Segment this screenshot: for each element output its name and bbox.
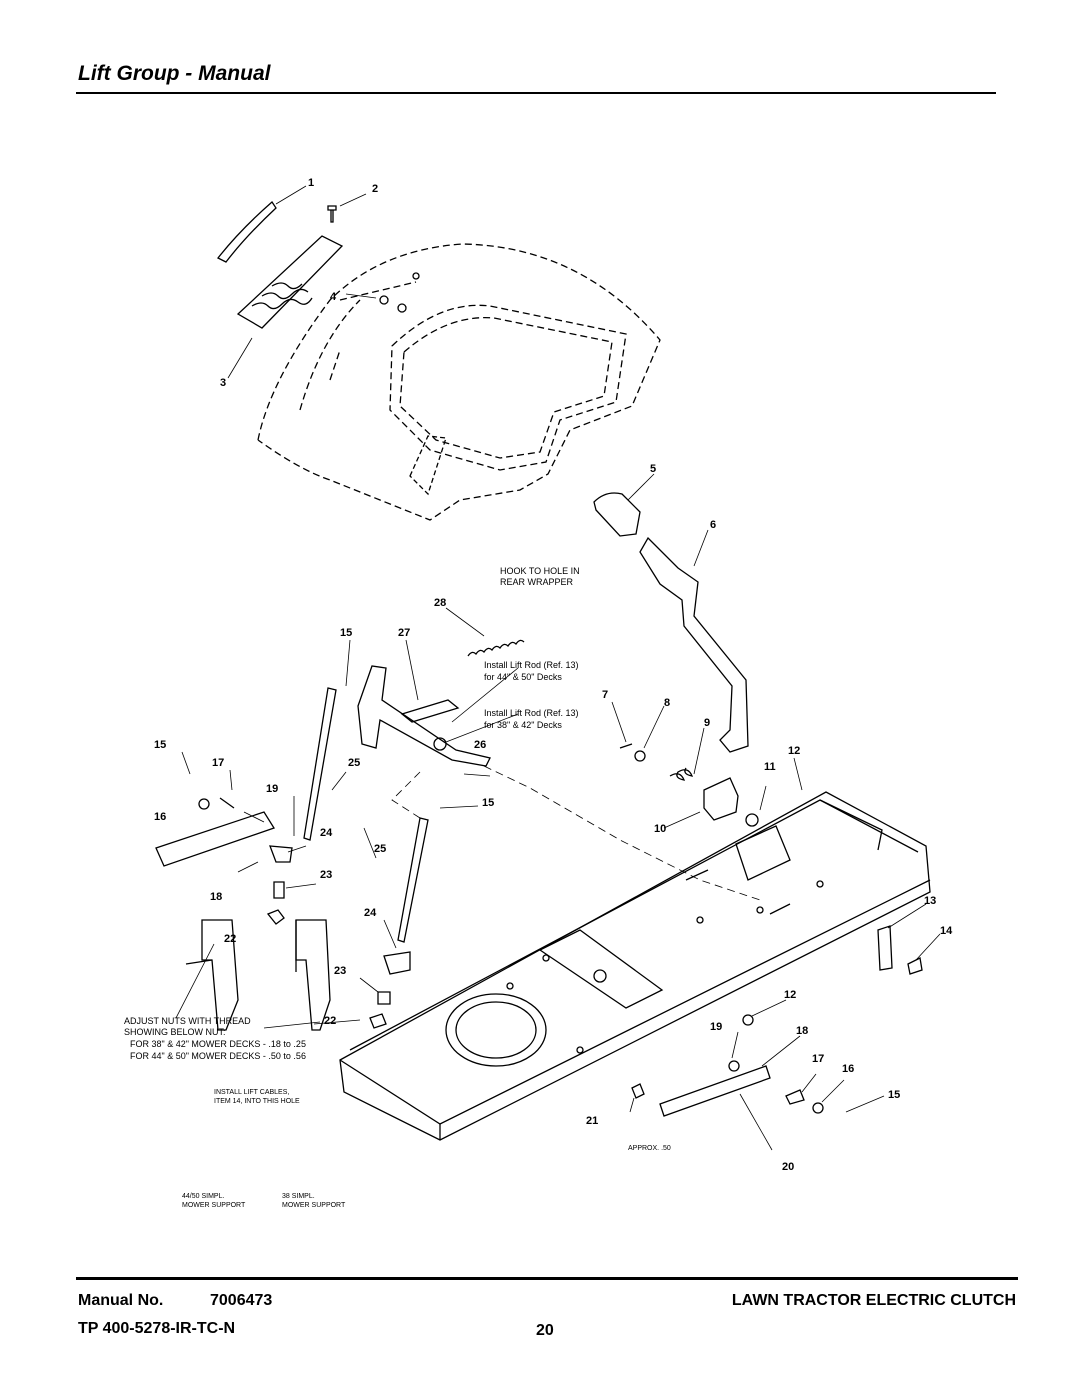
callout-18b: 18 xyxy=(796,1025,808,1037)
note-adjust-line1: ADJUST NUTS WITH THREAD xyxy=(124,1016,251,1026)
callout-13: 13 xyxy=(924,895,936,907)
note-install-3842-line1: Install Lift Rod (Ref. 13) xyxy=(484,708,579,718)
lift-handle xyxy=(639,536,749,753)
callout-4: 4 xyxy=(330,291,337,303)
callout-14: 14 xyxy=(940,925,953,937)
callout-27: 27 xyxy=(398,627,410,639)
manual-number-label: Manual No. xyxy=(78,1292,164,1309)
callout-17b: 17 xyxy=(812,1053,824,1065)
callout-24b: 24 xyxy=(364,907,377,919)
callout-25: 25 xyxy=(348,757,360,769)
tp-code: TP 400-5278-IR-TC-N xyxy=(78,1320,236,1337)
lift-rod-right xyxy=(397,817,429,943)
callout-10: 10 xyxy=(654,823,666,835)
tractor-frame xyxy=(339,791,931,1141)
callout-7: 7 xyxy=(602,689,608,701)
support-38-line2: MOWER SUPPORT xyxy=(282,1202,346,1209)
callout-15c: 15 xyxy=(482,797,494,809)
callout-2: 2 xyxy=(372,183,378,195)
callout-28: 28 xyxy=(434,597,446,609)
callout-9: 9 xyxy=(704,717,710,729)
fender-outline xyxy=(257,243,661,521)
callout-25b: 25 xyxy=(374,843,386,855)
manual-number: 7006473 xyxy=(210,1292,273,1309)
callout-26: 26 xyxy=(474,739,486,751)
note-cables-line1: INSTALL LIFT CABLES, xyxy=(214,1089,289,1096)
callout-23: 23 xyxy=(320,869,332,881)
support-4450-line1: 44/50 SIMPL. xyxy=(182,1193,224,1200)
note-install-3842-line2: for 38" & 42" Decks xyxy=(484,720,562,730)
callout-23b: 23 xyxy=(334,965,346,977)
knob xyxy=(593,492,641,537)
callout-17: 17 xyxy=(212,757,224,769)
page-title: Lift Group - Manual xyxy=(78,62,271,85)
callout-21: 21 xyxy=(586,1115,598,1127)
frame-cutout xyxy=(445,993,547,1067)
callout-20: 20 xyxy=(782,1161,794,1173)
note-cables-line2: ITEM 14, INTO THIS HOLE xyxy=(214,1098,300,1105)
callout-18: 18 xyxy=(210,891,222,903)
callout-1: 1 xyxy=(308,177,314,189)
trim-strip xyxy=(216,201,277,263)
note-hook-line2: REAR WRAPPER xyxy=(500,577,574,587)
lift-shaft xyxy=(357,665,491,767)
callout-8: 8 xyxy=(664,697,670,709)
callout-15: 15 xyxy=(340,627,352,639)
lift-rod-left xyxy=(303,687,337,841)
callout-15d: 15 xyxy=(888,1089,900,1101)
note-install-4450-line1: Install Lift Rod (Ref. 13) xyxy=(484,660,579,670)
callout-12b: 12 xyxy=(784,989,796,1001)
note-adjust-line4: FOR 44" & 50" MOWER DECKS - .50 to .56 xyxy=(130,1051,306,1061)
callout-24: 24 xyxy=(320,827,333,839)
support-38-line1: 38 SIMPL. xyxy=(282,1193,315,1200)
page-number: 20 xyxy=(536,1322,554,1339)
callout-22: 22 xyxy=(224,933,236,945)
callout-16b: 16 xyxy=(842,1063,854,1075)
callout-16: 16 xyxy=(154,811,166,823)
callout-6: 6 xyxy=(710,519,716,531)
spring xyxy=(467,639,525,657)
note-adjust-line3: FOR 38" & 42" MOWER DECKS - .18 to .25 xyxy=(130,1039,306,1049)
note-install-4450-line2: for 44" & 50" Decks xyxy=(484,672,562,682)
shift-plate xyxy=(236,235,344,329)
note-hook-line1: HOOK TO HOLE IN xyxy=(500,566,580,576)
callout-22b: 22 xyxy=(324,1015,336,1027)
callout-19b: 19 xyxy=(710,1021,722,1033)
callout-5: 5 xyxy=(650,463,656,475)
callout-12: 12 xyxy=(788,745,800,757)
parts-diagram: 1 2 3 4 5 6 28 15 27 7 8 9 15 17 25 26 1… xyxy=(124,177,953,1209)
callout-3: 3 xyxy=(220,377,226,389)
callout-19: 19 xyxy=(266,783,278,795)
note-adjust-line2: SHOWING BELOW NUT: xyxy=(124,1027,226,1037)
callout-11: 11 xyxy=(764,761,776,773)
title-divider xyxy=(76,92,996,94)
note-approx: APPROX. .50 xyxy=(628,1145,671,1152)
callout-labels: 1 2 3 4 5 6 28 15 27 7 8 9 15 17 25 26 1… xyxy=(154,177,953,1173)
footer-divider xyxy=(76,1277,1018,1280)
document-title: LAWN TRACTOR ELECTRIC CLUTCH xyxy=(731,1292,1016,1309)
support-4450-line2: MOWER SUPPORT xyxy=(182,1202,246,1209)
callout-15b: 15 xyxy=(154,739,166,751)
